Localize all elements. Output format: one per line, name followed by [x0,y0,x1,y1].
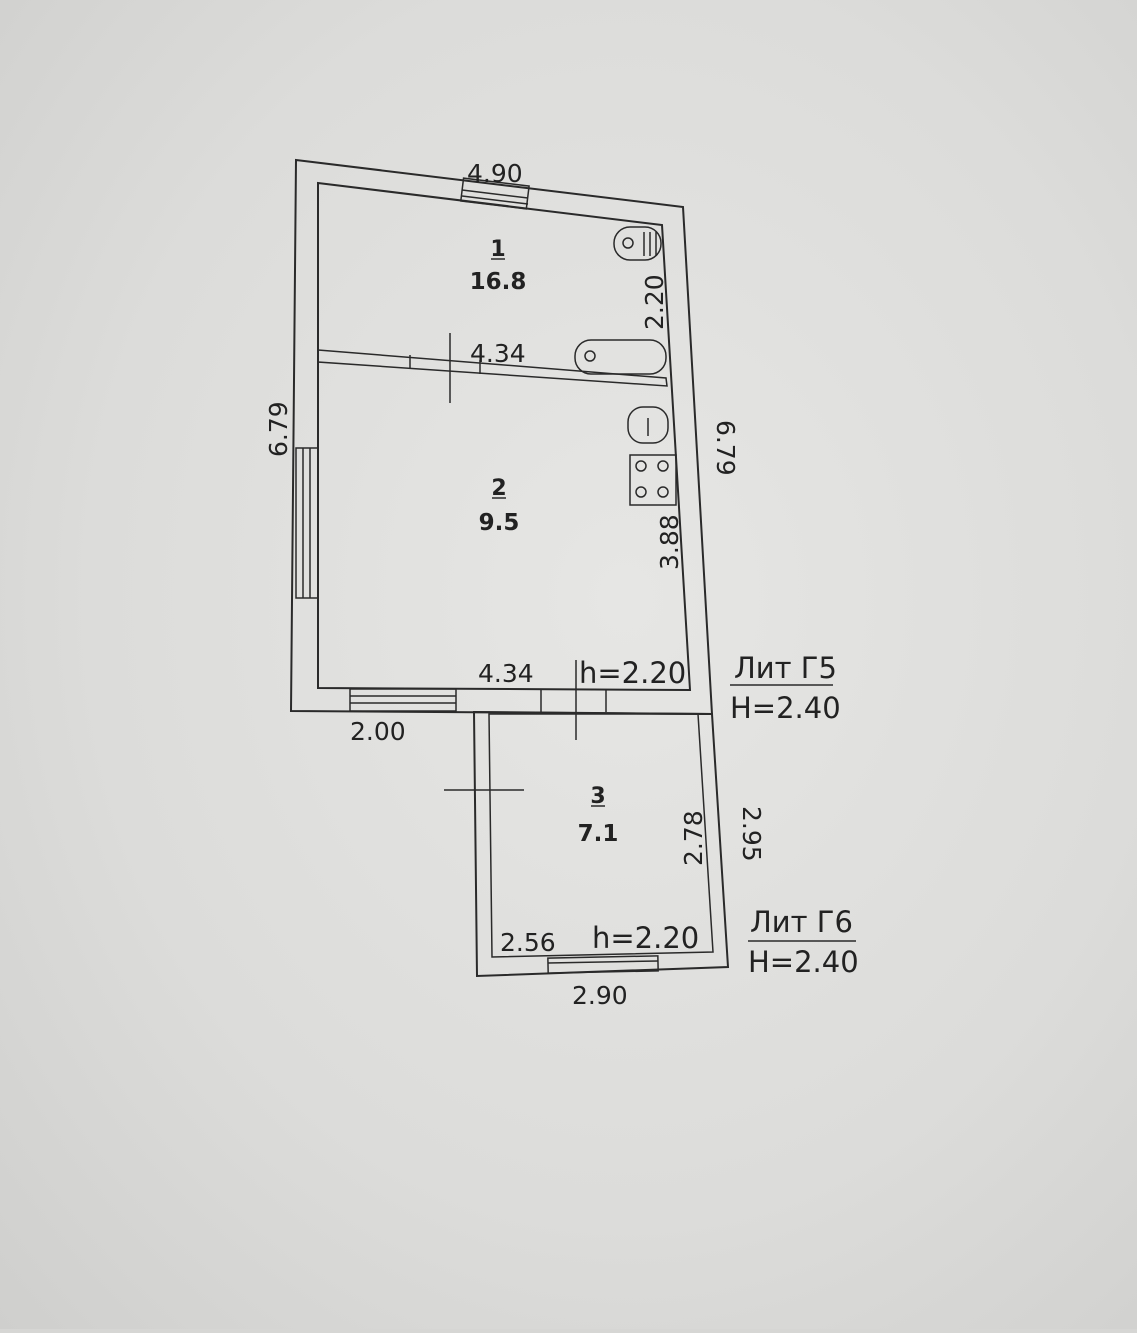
bottom-window [349,688,457,712]
room-2-number: 1 [490,237,505,262]
dim-right-height: 6.79 [711,420,740,476]
dim-left-height: 6.79 [264,401,293,457]
dim-room2-height: 2.20 [640,274,669,330]
room-1-area: 9.5 [479,510,520,536]
dim-room2-width: 4.34 [470,339,526,368]
dim-room3-width: 2.56 [500,928,556,957]
lit-g6-height: H=2.40 [748,945,859,979]
sink-icon [627,406,669,444]
lit-g6-name: Лит Г6 [750,905,853,939]
room-3-number: 3 [590,784,605,809]
dim-room1-width: 4.34 [478,659,534,688]
main-inner-height: h=2.20 [579,656,686,690]
dim-room3-outer-width: 2.90 [572,981,628,1010]
dim-room1-height: 3.88 [655,514,684,570]
annex-window [547,955,659,974]
lit-g5-height: H=2.40 [730,691,841,725]
dim-room3-outer-height: 2.95 [737,806,766,862]
room-1-number: 2 [491,476,506,501]
toilet-icon [613,226,662,261]
room-3-area: 7.1 [578,821,619,847]
bathtub-icon [574,339,667,375]
room-2-area: 16.8 [470,269,527,295]
left-window [295,447,319,599]
annex-inner-height: h=2.20 [592,921,699,955]
stove-icon [629,454,677,506]
lit-g5-name: Лит Г5 [734,651,837,685]
annex-inner-wall [488,713,714,958]
partition-wall [317,349,668,387]
dim-room3-height: 2.78 [679,810,708,866]
dim-bottom-left-width: 2.00 [350,717,406,746]
dim-top-width: 4.90 [467,159,523,188]
